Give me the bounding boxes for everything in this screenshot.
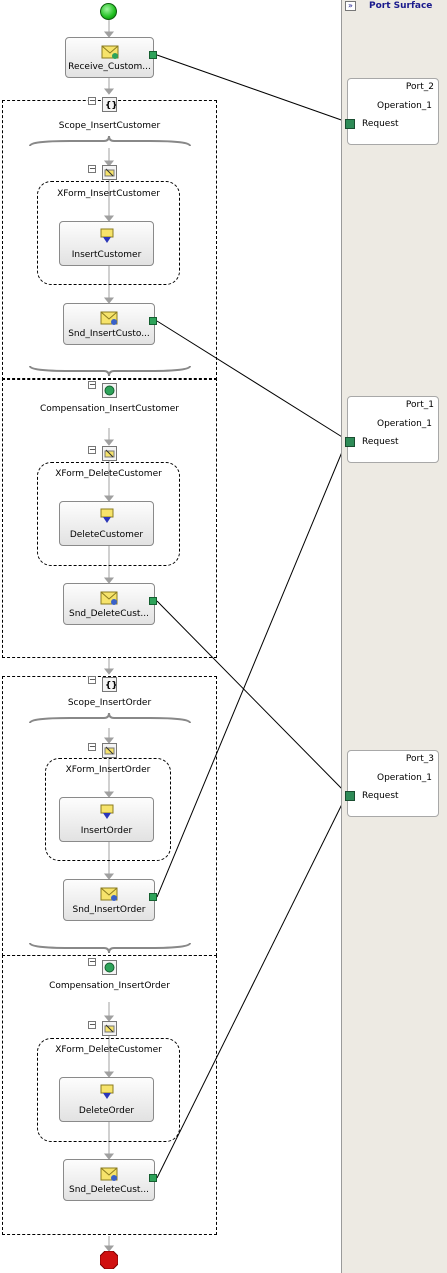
- snd-insertcustomer-shape[interactable]: Snd_InsertCusto...: [63, 303, 155, 345]
- transform-icon: [102, 165, 117, 180]
- port-surface-header: »: [341, 0, 447, 13]
- message-name: Request: [362, 791, 399, 801]
- double-chevron-icon[interactable]: »: [345, 1, 356, 11]
- construct-message-icon: [100, 804, 113, 819]
- svg-text:{}: {}: [105, 681, 116, 691]
- receive-port-connector[interactable]: [149, 51, 157, 59]
- snd-insertcustomer-label: Snd_InsertCusto...: [68, 329, 150, 339]
- transform-icon: [102, 1021, 117, 1036]
- xform-deletecustomer[interactable]: [37, 462, 180, 566]
- xform-deletecustomer-2[interactable]: [37, 1038, 180, 1142]
- port-name: Port_3: [405, 754, 434, 764]
- snd-insertorder-label: Snd_InsertOrder: [72, 905, 146, 915]
- port-surface: [341, 0, 447, 1273]
- end-shape[interactable]: [100, 1251, 118, 1269]
- construct-message-icon: [100, 1084, 113, 1099]
- send-envelope-icon: [100, 887, 118, 901]
- port-name: Port_1: [405, 400, 434, 410]
- compensation-insertorder-label: Compensation_InsertOrder: [49, 981, 170, 991]
- snd-deletecustomer-shape[interactable]: Snd_DeleteCust...: [63, 583, 155, 625]
- snd-insertorder-port-connector[interactable]: [149, 893, 157, 901]
- request-connector[interactable]: [345, 791, 355, 801]
- snd-insertorder-shape[interactable]: Snd_InsertOrder: [63, 879, 155, 921]
- deletecustomer-shape[interactable]: DeleteCustomer: [59, 501, 154, 546]
- snd-deletecustomer-2-label: Snd_DeleteCust...: [69, 1185, 149, 1195]
- port-3[interactable]: Port_3 Operation_1 Request: [345, 750, 439, 817]
- xform-deletecustomer-label: XForm_DeleteCustomer: [55, 469, 162, 479]
- insertorder-shape[interactable]: InsertOrder: [59, 797, 154, 842]
- scope-braces-icon: {}: [102, 97, 118, 112]
- snd-deletecustomer-2-port-connector[interactable]: [149, 1174, 157, 1182]
- insertcustomer-label: InsertCustomer: [71, 250, 142, 260]
- deleteorder-shape[interactable]: DeleteOrder: [59, 1077, 154, 1122]
- snd-deletecustomer-2-shape[interactable]: Snd_DeleteCust...: [63, 1159, 155, 1201]
- collapse-toggle[interactable]: −: [88, 96, 96, 105]
- snd-deletecustomer-label: Snd_DeleteCust...: [69, 609, 149, 619]
- insertcustomer-shape[interactable]: InsertCustomer: [59, 221, 154, 266]
- receive-envelope-icon: [101, 45, 118, 59]
- message-name: Request: [362, 119, 399, 129]
- transform-icon: [102, 446, 117, 461]
- operation-name: Operation_1: [376, 773, 432, 783]
- insertorder-label: InsertOrder: [80, 826, 133, 836]
- deleteorder-label: DeleteOrder: [78, 1106, 135, 1116]
- request-connector[interactable]: [345, 437, 355, 447]
- svg-text:{}: {}: [105, 101, 116, 111]
- scope-braces-icon: {}: [102, 677, 118, 692]
- message-name: Request: [362, 437, 399, 447]
- xform-insertcustomer-label: XForm_InsertCustomer: [57, 189, 160, 199]
- send-envelope-icon: [100, 311, 118, 325]
- compensation-icon: [102, 383, 117, 398]
- scope-insertcustomer-label: Scope_InsertCustomer: [58, 121, 161, 131]
- collapse-toggle[interactable]: −: [88, 742, 96, 751]
- port-surface-title: Port Surface: [369, 1, 433, 11]
- collapse-toggle[interactable]: −: [88, 164, 96, 173]
- send-envelope-icon: [100, 591, 118, 605]
- compensation-insertcustomer-label: Compensation_InsertCustomer: [40, 404, 179, 414]
- collapse-toggle[interactable]: −: [88, 957, 96, 966]
- xform-insertorder[interactable]: [45, 758, 171, 861]
- port-name: Port_2: [405, 82, 434, 92]
- snd-insertcustomer-port-connector[interactable]: [149, 317, 157, 325]
- collapse-toggle[interactable]: −: [88, 445, 96, 454]
- start-shape[interactable]: [100, 3, 117, 20]
- request-connector[interactable]: [345, 119, 355, 129]
- operation-name: Operation_1: [376, 101, 432, 111]
- receive-label: Receive_Custom...: [68, 62, 151, 72]
- port-1[interactable]: Port_1 Operation_1 Request: [345, 396, 439, 463]
- orchestration-designer-canvas: Receive_Custom... − {} Scope_InsertCusto…: [2, 3, 348, 1269]
- xform-deletecustomer-2-label: XForm_DeleteCustomer: [55, 1045, 162, 1055]
- port-2[interactable]: Port_2 Operation_1 Request: [345, 78, 439, 145]
- snd-deletecustomer-port-connector[interactable]: [149, 597, 157, 605]
- collapse-toggle[interactable]: −: [88, 1020, 96, 1029]
- compensation-icon: [102, 960, 117, 975]
- collapse-toggle[interactable]: −: [88, 380, 96, 389]
- scope-insertorder-label: Scope_InsertOrder: [67, 698, 152, 708]
- transform-icon: [102, 743, 117, 758]
- receive-shape[interactable]: Receive_Custom...: [65, 37, 154, 78]
- construct-message-icon: [100, 228, 113, 243]
- deletecustomer-label: DeleteCustomer: [69, 530, 144, 540]
- send-envelope-icon: [100, 1167, 118, 1181]
- xform-insertorder-label: XForm_InsertOrder: [65, 765, 151, 775]
- operation-name: Operation_1: [376, 419, 432, 429]
- xform-insertcustomer[interactable]: [37, 181, 180, 285]
- construct-message-icon: [100, 508, 113, 523]
- compensation-insertcustomer[interactable]: [2, 378, 217, 658]
- compensation-insertorder[interactable]: [2, 955, 217, 1235]
- collapse-toggle[interactable]: −: [88, 675, 96, 684]
